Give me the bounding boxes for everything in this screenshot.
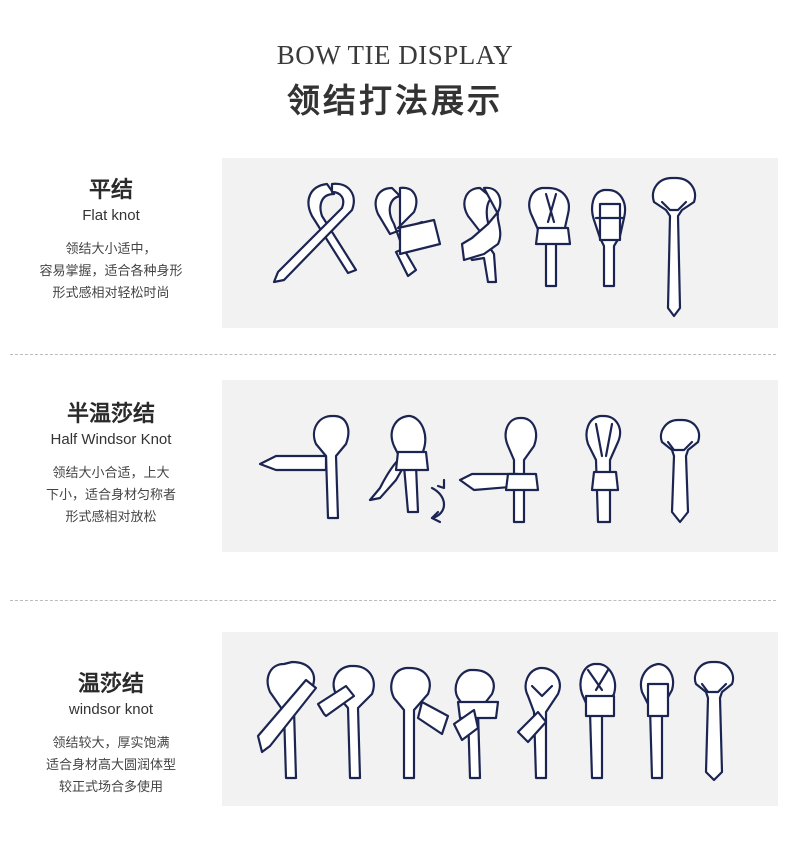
tie-step-5-icon — [516, 666, 561, 780]
half-windsor-label: 半温莎结 Half Windsor Knot 领结大小合适，上大 下小，适合身材… — [0, 396, 222, 528]
half-windsor-steps-panel — [222, 380, 778, 552]
windsor-steps-panel — [222, 632, 778, 806]
knot-name-en: Flat knot — [82, 207, 140, 224]
windsor-section: 温莎结 windsor knot 领结较大，厚实饱满 适合身材高大圆润体型 较正… — [0, 632, 790, 806]
tie-step-8-icon — [693, 660, 735, 782]
desc-line: 下小，适合身材匀称者 — [45, 487, 176, 502]
tie-step-7-icon — [639, 662, 675, 780]
flat-knot-steps — [272, 176, 697, 318]
tie-step-4-icon — [585, 414, 622, 524]
tie-step-6-icon — [579, 662, 617, 780]
tie-step-3-icon — [460, 186, 502, 284]
section-divider — [10, 354, 776, 355]
knot-description: 领结较大，厚实饱满 适合身材高大圆润体型 较正式场合多使用 — [0, 732, 222, 798]
tie-step-6-icon — [651, 176, 697, 318]
tie-step-2-icon — [374, 186, 442, 278]
title-en: BOW TIE DISPLAY — [276, 40, 514, 70]
knot-name-en: windsor knot — [68, 701, 154, 718]
tie-step-4-icon — [452, 668, 500, 780]
desc-line: 形式感相对放松 — [65, 509, 157, 524]
knot-name-cn: 半温莎结 — [66, 401, 155, 426]
half-windsor-section: 半温莎结 Half Windsor Knot 领结大小合适，上大 下小，适合身材… — [0, 380, 790, 552]
title-cn: 领结打法展示 — [287, 81, 503, 120]
tie-step-1-icon — [256, 660, 318, 780]
knot-name-cn: 温莎结 — [77, 671, 144, 696]
windsor-label: 温莎结 windsor knot 领结较大，厚实饱满 适合身材高大圆润体型 较正… — [0, 666, 222, 798]
tie-step-1-icon — [272, 182, 358, 284]
half-windsor-steps — [258, 414, 701, 524]
desc-line: 适合身材高大圆润体型 — [45, 757, 176, 772]
knot-name-en: Half Windsor Knot — [50, 431, 172, 448]
flat-knot-label: 平结 Flat knot 领结大小适中， 容易掌握，适合各种身形 形式感相对轻松… — [0, 172, 222, 304]
windsor-steps — [256, 660, 735, 782]
tie-step-2-icon — [368, 414, 446, 524]
knot-description: 领结大小合适，上大 下小，适合身材匀称者 形式感相对放松 — [0, 462, 222, 528]
tie-step-5-icon — [659, 418, 701, 524]
knot-description: 领结大小适中， 容易掌握，适合各种身形 形式感相对轻松时尚 — [0, 238, 222, 304]
desc-line: 形式感相对轻松时尚 — [52, 285, 170, 300]
tie-step-5-icon — [591, 188, 627, 288]
desc-line: 容易掌握，适合各种身形 — [39, 263, 183, 278]
tie-step-3-icon — [390, 666, 450, 780]
tie-step-2-icon — [316, 664, 375, 780]
desc-line: 领结大小适中， — [65, 241, 157, 256]
desc-line: 领结较大，厚实饱满 — [52, 735, 170, 750]
tie-step-4-icon — [528, 186, 572, 288]
knot-name-cn: 平结 — [88, 177, 133, 202]
flat-knot-steps-panel — [222, 158, 778, 328]
flat-knot-section: 平结 Flat knot 领结大小适中， 容易掌握，适合各种身形 形式感相对轻松… — [0, 158, 790, 328]
section-divider — [10, 600, 776, 601]
desc-line: 领结大小合适，上大 — [52, 465, 170, 480]
tie-step-1-icon — [258, 414, 350, 520]
desc-line: 较正式场合多使用 — [58, 779, 163, 794]
tie-step-3-icon — [458, 416, 540, 524]
